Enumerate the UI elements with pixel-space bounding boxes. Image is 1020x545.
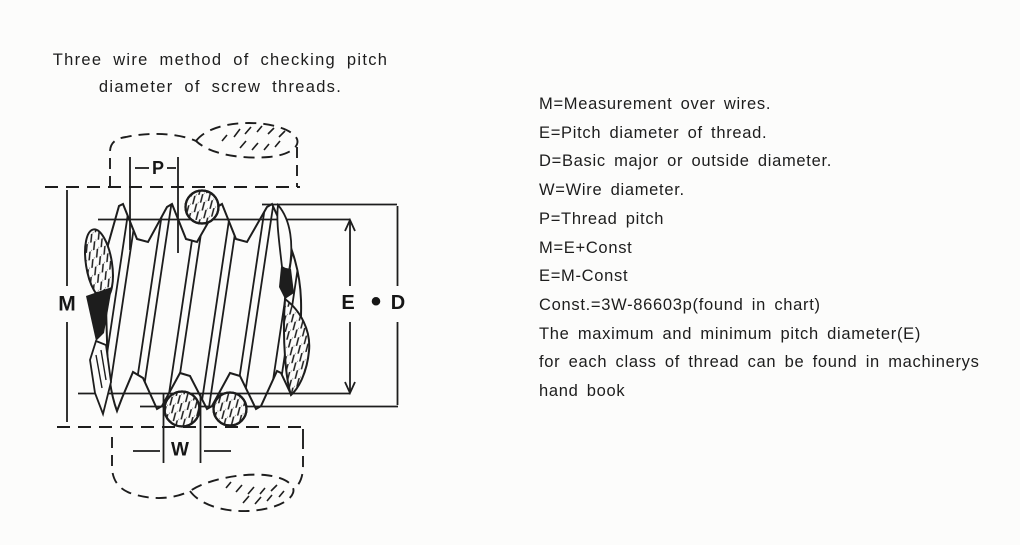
wire-bottom-right (212, 391, 248, 427)
legend-line: P=Thread pitch (539, 209, 665, 228)
bottom-anvil-hatch-marks (225, 481, 285, 505)
right-black-wedge (279, 267, 294, 299)
label-w: W (171, 439, 189, 461)
legend-line: E=Pitch diameter of thread. (539, 123, 768, 142)
legend-text-block: M=Measurement over wires. E=Pitch diamet… (539, 90, 999, 406)
title-line-1: Three wire method of checking pitch (52, 51, 389, 69)
top-anvil-hatch-marks (221, 125, 286, 151)
dimension-w (133, 393, 231, 463)
right-thread-end (276, 202, 311, 397)
top-anvil-outline (45, 122, 300, 188)
legend-line: W=Wire diameter. (539, 181, 685, 200)
measuring-wires (163, 189, 248, 428)
dimension-e (344, 217, 356, 396)
separator-dot-icon: • (370, 285, 382, 318)
thread-body-outline (104, 202, 303, 414)
legend-line: M=E+Const (539, 238, 633, 257)
legend-line: E=M-Const (539, 267, 629, 286)
label-m: M (58, 292, 76, 316)
label-e: E (341, 292, 355, 314)
label-d: D (390, 292, 406, 314)
label-p: P (151, 158, 165, 178)
left-thread-end (84, 228, 114, 417)
legend-line: hand book (539, 382, 626, 401)
wire-bottom-left (163, 390, 201, 428)
title-line-2: diameter of screw threads. (98, 77, 343, 96)
legend-line: M=Measurement over wires. (539, 95, 772, 113)
legend-line: D=Basic major or outside diameter. (539, 152, 833, 171)
page-title: Three wire method of checking pitch diam… (48, 47, 393, 100)
bottom-anvil-outline (57, 426, 305, 512)
legend-line: The maximum and minimum pitch diameter(E… (539, 324, 922, 343)
legend-line: for each class of thread can be found in… (539, 353, 980, 372)
legend-line: Const.=3W-86603p(found in chart) (539, 295, 821, 314)
dimension-p (129, 157, 179, 253)
wire-top (184, 189, 220, 225)
left-black-wedge (86, 287, 112, 341)
